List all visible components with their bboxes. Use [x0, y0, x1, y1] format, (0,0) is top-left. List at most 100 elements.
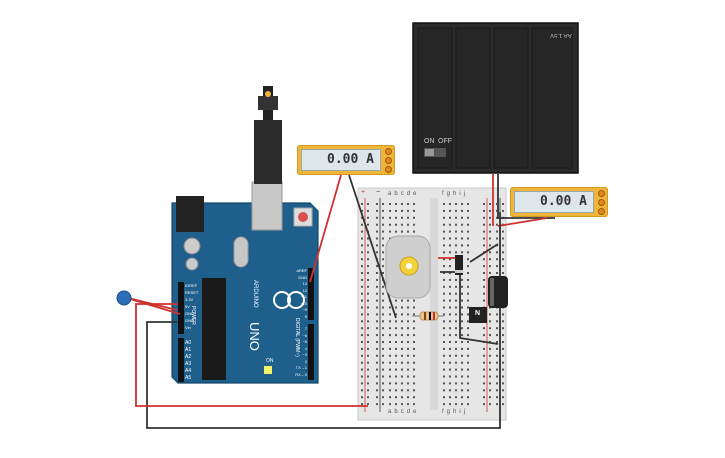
- breadboard-hole[interactable]: [413, 306, 415, 309]
- breadboard-hole[interactable]: [489, 347, 491, 350]
- breadboard-hole[interactable]: [443, 209, 445, 212]
- breadboard-hole[interactable]: [407, 313, 409, 316]
- breadboard-hole[interactable]: [467, 251, 469, 254]
- breadboard-hole[interactable]: [449, 306, 451, 309]
- breadboard-hole[interactable]: [413, 313, 415, 316]
- breadboard-hole[interactable]: [382, 368, 384, 371]
- breadboard-hole[interactable]: [467, 354, 469, 357]
- breadboard-hole[interactable]: [367, 306, 369, 309]
- breadboard-hole[interactable]: [395, 230, 397, 233]
- breadboard-hole[interactable]: [489, 244, 491, 247]
- breadboard-hole[interactable]: [361, 306, 363, 309]
- breadboard-hole[interactable]: [382, 313, 384, 316]
- breadboard-hole[interactable]: [382, 327, 384, 330]
- breadboard-hole[interactable]: [461, 278, 463, 281]
- breadboard-hole[interactable]: [502, 258, 504, 261]
- breadboard-hole[interactable]: [461, 354, 463, 357]
- breadboard-hole[interactable]: [413, 403, 415, 406]
- breadboard-hole[interactable]: [407, 341, 409, 343]
- breadboard-hole[interactable]: [502, 320, 504, 323]
- breadboard-hole[interactable]: [376, 237, 378, 240]
- breadboard-hole[interactable]: [443, 382, 445, 385]
- breadboard-hole[interactable]: [382, 347, 384, 350]
- breadboard-hole[interactable]: [376, 403, 378, 406]
- breadboard-hole[interactable]: [489, 251, 491, 254]
- breadboard-hole[interactable]: [467, 244, 469, 247]
- breadboard-hole[interactable]: [502, 313, 504, 316]
- breadboard-hole[interactable]: [361, 403, 363, 406]
- breadboard-hole[interactable]: [455, 299, 457, 302]
- breadboard-hole[interactable]: [407, 209, 409, 212]
- breadboard-hole[interactable]: [449, 209, 451, 212]
- breadboard-hole[interactable]: [483, 272, 485, 274]
- breadboard-hole[interactable]: [376, 368, 378, 371]
- breadboard-hole[interactable]: [449, 251, 451, 254]
- breadboard-hole[interactable]: [395, 368, 397, 371]
- breadboard-hole[interactable]: [401, 361, 403, 364]
- breadboard-hole[interactable]: [483, 389, 485, 392]
- breadboard-hole[interactable]: [455, 320, 457, 323]
- breadboard-hole[interactable]: [367, 396, 369, 399]
- breadboard-hole[interactable]: [467, 278, 469, 281]
- breadboard-hole[interactable]: [489, 203, 491, 205]
- breadboard-hole[interactable]: [443, 251, 445, 254]
- breadboard-hole[interactable]: [496, 375, 498, 378]
- breadboard-hole[interactable]: [361, 361, 363, 364]
- breadboard-hole[interactable]: [367, 320, 369, 323]
- breadboard-hole[interactable]: [502, 272, 504, 274]
- breadboard-hole[interactable]: [367, 278, 369, 281]
- breadboard-hole[interactable]: [361, 341, 363, 343]
- breadboard-hole[interactable]: [367, 285, 369, 288]
- breadboard-hole[interactable]: [443, 396, 445, 399]
- breadboard-hole[interactable]: [382, 203, 384, 205]
- breadboard-hole[interactable]: [483, 223, 485, 226]
- breadboard-hole[interactable]: [443, 272, 445, 274]
- breadboard-hole[interactable]: [502, 375, 504, 378]
- breadboard-hole[interactable]: [407, 354, 409, 357]
- breadboard-hole[interactable]: [376, 278, 378, 281]
- ammeter-right-terminal-3[interactable]: [598, 208, 605, 215]
- breadboard-hole[interactable]: [443, 216, 445, 219]
- breadboard-hole[interactable]: [461, 320, 463, 323]
- breadboard-hole[interactable]: [467, 285, 469, 288]
- breadboard-hole[interactable]: [361, 368, 363, 371]
- breadboard-hole[interactable]: [483, 203, 485, 205]
- breadboard-hole[interactable]: [376, 320, 378, 323]
- breadboard-hole[interactable]: [496, 265, 498, 268]
- breadboard-hole[interactable]: [496, 203, 498, 205]
- breadboard-hole[interactable]: [461, 216, 463, 219]
- breadboard-hole[interactable]: [376, 347, 378, 350]
- breadboard[interactable]: [357, 187, 507, 421]
- breadboard-hole[interactable]: [389, 375, 391, 378]
- breadboard-hole[interactable]: [376, 265, 378, 268]
- breadboard-hole[interactable]: [361, 216, 363, 219]
- breadboard-hole[interactable]: [455, 313, 457, 316]
- breadboard-hole[interactable]: [496, 216, 498, 219]
- breadboard-hole[interactable]: [376, 244, 378, 247]
- breadboard-hole[interactable]: [382, 354, 384, 357]
- breadboard-hole[interactable]: [389, 313, 391, 316]
- breadboard-hole[interactable]: [489, 389, 491, 392]
- breadboard-hole[interactable]: [467, 209, 469, 212]
- breadboard-hole[interactable]: [407, 230, 409, 233]
- breadboard-hole[interactable]: [382, 223, 384, 226]
- breadboard-hole[interactable]: [489, 375, 491, 378]
- breadboard-hole[interactable]: [389, 347, 391, 350]
- breadboard-hole[interactable]: [467, 299, 469, 302]
- breadboard-hole[interactable]: [461, 361, 463, 364]
- breadboard-hole[interactable]: [376, 382, 378, 385]
- potentiometer[interactable]: [116, 290, 132, 306]
- breadboard-hole[interactable]: [376, 389, 378, 392]
- diode[interactable]: [455, 255, 463, 275]
- breadboard-hole[interactable]: [489, 334, 491, 337]
- breadboard-hole[interactable]: [489, 258, 491, 261]
- breadboard-hole[interactable]: [467, 265, 469, 268]
- breadboard-hole[interactable]: [489, 382, 491, 385]
- breadboard-hole[interactable]: [361, 230, 363, 233]
- breadboard-hole[interactable]: [382, 265, 384, 268]
- breadboard-hole[interactable]: [449, 368, 451, 371]
- breadboard-hole[interactable]: [407, 320, 409, 323]
- breadboard-hole[interactable]: [401, 354, 403, 357]
- breadboard-hole[interactable]: [413, 361, 415, 364]
